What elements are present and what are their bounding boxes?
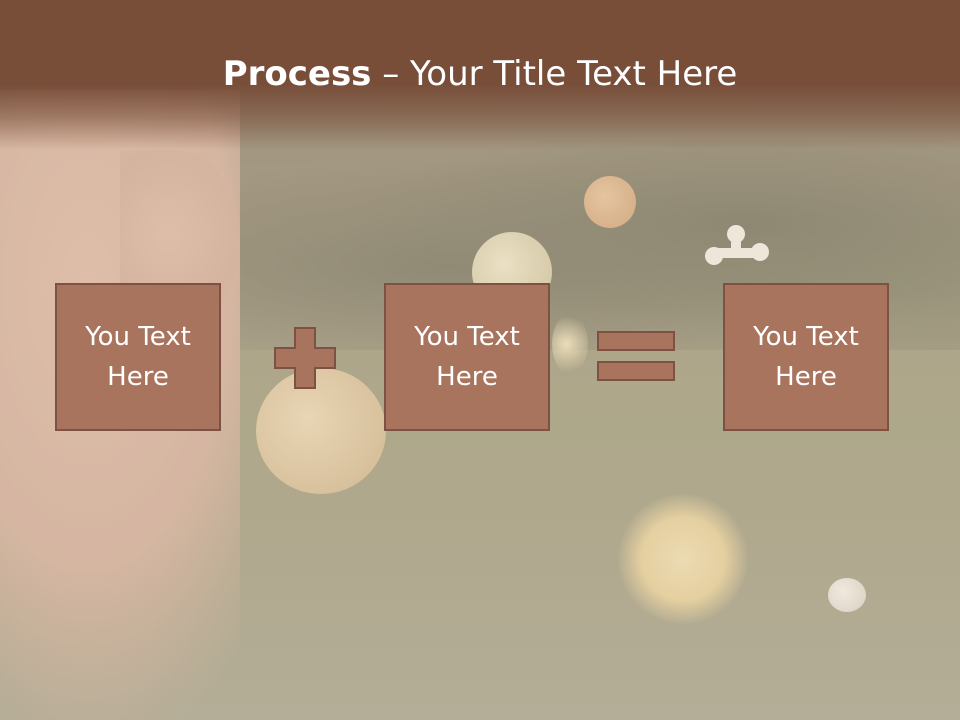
process-box-label: You Text Here — [414, 322, 520, 392]
process-box-2[interactable]: You Text Here — [384, 283, 550, 431]
title-bold: Process — [222, 54, 372, 94]
plus-icon — [274, 327, 336, 389]
title-bar: Process – Your Title Text Here — [0, 0, 960, 150]
equals-icon — [597, 331, 677, 383]
process-box-label: You Text Here — [85, 322, 191, 392]
process-box-label: You Text Here — [753, 322, 859, 392]
process-box-3[interactable]: You Text Here — [723, 283, 889, 431]
particle-icon — [705, 225, 769, 265]
pollen-grain — [256, 368, 386, 494]
pollen-grain — [552, 314, 588, 374]
pollen-grain — [618, 494, 748, 624]
equals-bar — [597, 361, 675, 381]
process-box-1[interactable]: You Text Here — [55, 283, 221, 431]
pollen-grain — [828, 578, 866, 612]
title-rest: – Your Title Text Here — [371, 54, 738, 94]
pollen-grain — [584, 176, 636, 228]
equals-bar — [597, 331, 675, 351]
page-title[interactable]: Process – Your Title Text Here — [0, 52, 960, 96]
